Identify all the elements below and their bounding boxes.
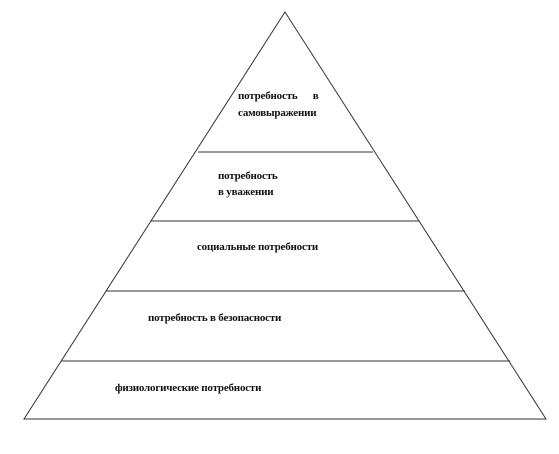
level-social-line-1: социальные потребности: [197, 241, 319, 253]
level-respect-line-1: потребность: [218, 170, 278, 182]
level-physiological-line-1: физиологические потребности: [115, 382, 262, 394]
level-social: социальные потребности: [197, 241, 319, 253]
level-safety-line-1: потребность в безопасности: [148, 312, 282, 324]
level-self-expression-line-2: самовыражении: [238, 107, 317, 119]
pyramid-outline: [23, 11, 547, 420]
level-self-expression: потребность в самовыражении: [238, 90, 319, 119]
level-respect-line-2: в уважении: [218, 186, 274, 198]
level-safety: потребность в безопасности: [148, 312, 282, 324]
level-respect: потребность в уважении: [218, 170, 278, 198]
level-physiological: физиологические потребности: [115, 382, 262, 394]
level-self-expression-line-1: потребность в: [238, 90, 319, 102]
